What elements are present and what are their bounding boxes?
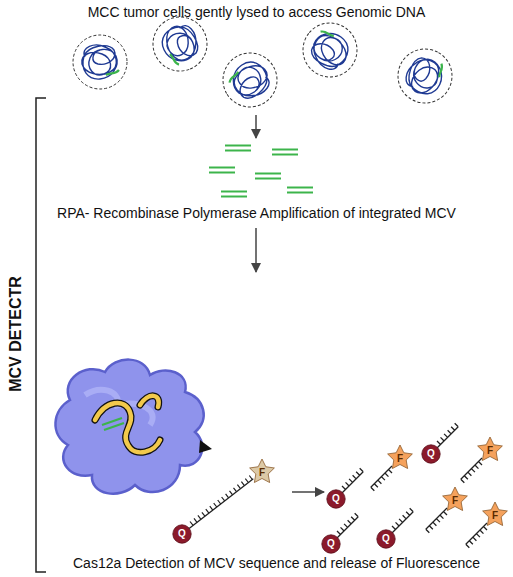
quencher-circle: Q <box>421 444 441 464</box>
quencher-circle: Q <box>172 524 192 544</box>
probe-strand <box>461 458 486 483</box>
probe-strand <box>466 523 491 548</box>
step-caption: Cas12a Detection of MCV sequence and rel… <box>40 554 513 572</box>
star-shape <box>443 487 468 511</box>
step-caption: MCC tumor cells gently lysed to access G… <box>0 3 513 21</box>
amplicon <box>272 150 298 155</box>
quencher-circle: Q <box>376 529 396 549</box>
cell <box>73 35 127 89</box>
amplicon <box>209 168 235 173</box>
cas12a-complex <box>55 360 212 494</box>
circle-shape <box>377 530 395 548</box>
amplicons <box>209 146 313 197</box>
cell <box>292 12 368 88</box>
circle-shape <box>327 490 345 508</box>
circle-shape <box>422 445 440 463</box>
amplicon <box>287 188 313 193</box>
quencher-circle: Q <box>326 489 346 509</box>
amplicon <box>255 174 281 179</box>
quencher-circle: Q <box>321 534 341 554</box>
probe-strand <box>371 466 396 491</box>
probe-strand <box>189 476 253 529</box>
fluorophore-letter: F <box>487 446 493 456</box>
fluorophore-star: F <box>386 444 414 472</box>
quencher-letter: Q <box>382 534 390 544</box>
probe-strand <box>338 468 363 493</box>
quencher-letter: Q <box>178 529 186 539</box>
fluorophore-letter: F <box>492 511 498 521</box>
quencher-letter: Q <box>427 449 435 459</box>
tumor-cells <box>73 9 462 116</box>
star-shape <box>483 502 508 526</box>
quencher-letter: Q <box>332 494 340 504</box>
circle-shape <box>173 525 191 543</box>
fluorophore-letter: F <box>452 496 458 506</box>
bracket <box>36 98 46 572</box>
star-shape <box>388 445 413 469</box>
circle-shape <box>322 535 340 553</box>
flow-arrow <box>255 228 257 272</box>
crrna <box>95 396 160 452</box>
star-shape <box>478 437 503 461</box>
flow-arrow <box>255 115 257 138</box>
probe-strand <box>388 508 413 533</box>
cleavage-arrowhead <box>199 440 212 453</box>
cell <box>388 39 462 113</box>
cell <box>213 43 287 117</box>
cas12a-protein <box>55 360 203 494</box>
probe-strand <box>333 513 358 538</box>
strand-ticks <box>190 476 252 526</box>
probe-strand <box>433 423 458 448</box>
cleaved-strands <box>333 423 490 547</box>
quencher-letter: Q <box>327 539 335 549</box>
amplicon <box>225 146 251 151</box>
side-title: MCV DETECTR <box>7 234 25 434</box>
fluorophore-star: F <box>476 436 504 464</box>
target-dna <box>102 418 124 430</box>
amplicon <box>221 192 247 197</box>
fluorophore-star: F <box>481 501 509 529</box>
strand-line <box>189 479 253 529</box>
fluorophore-star: F <box>441 486 469 514</box>
step-caption: RPA- Recombinase Polymerase Amplificatio… <box>0 204 513 222</box>
fluorophore-star: F <box>248 458 276 486</box>
fluorophore-letter: F <box>397 454 403 464</box>
probe-strand <box>426 508 451 533</box>
star-shape <box>250 459 275 483</box>
fluorophore-letter: F <box>259 468 265 478</box>
flow-arrow <box>292 491 324 493</box>
crrna-outline <box>95 396 160 452</box>
